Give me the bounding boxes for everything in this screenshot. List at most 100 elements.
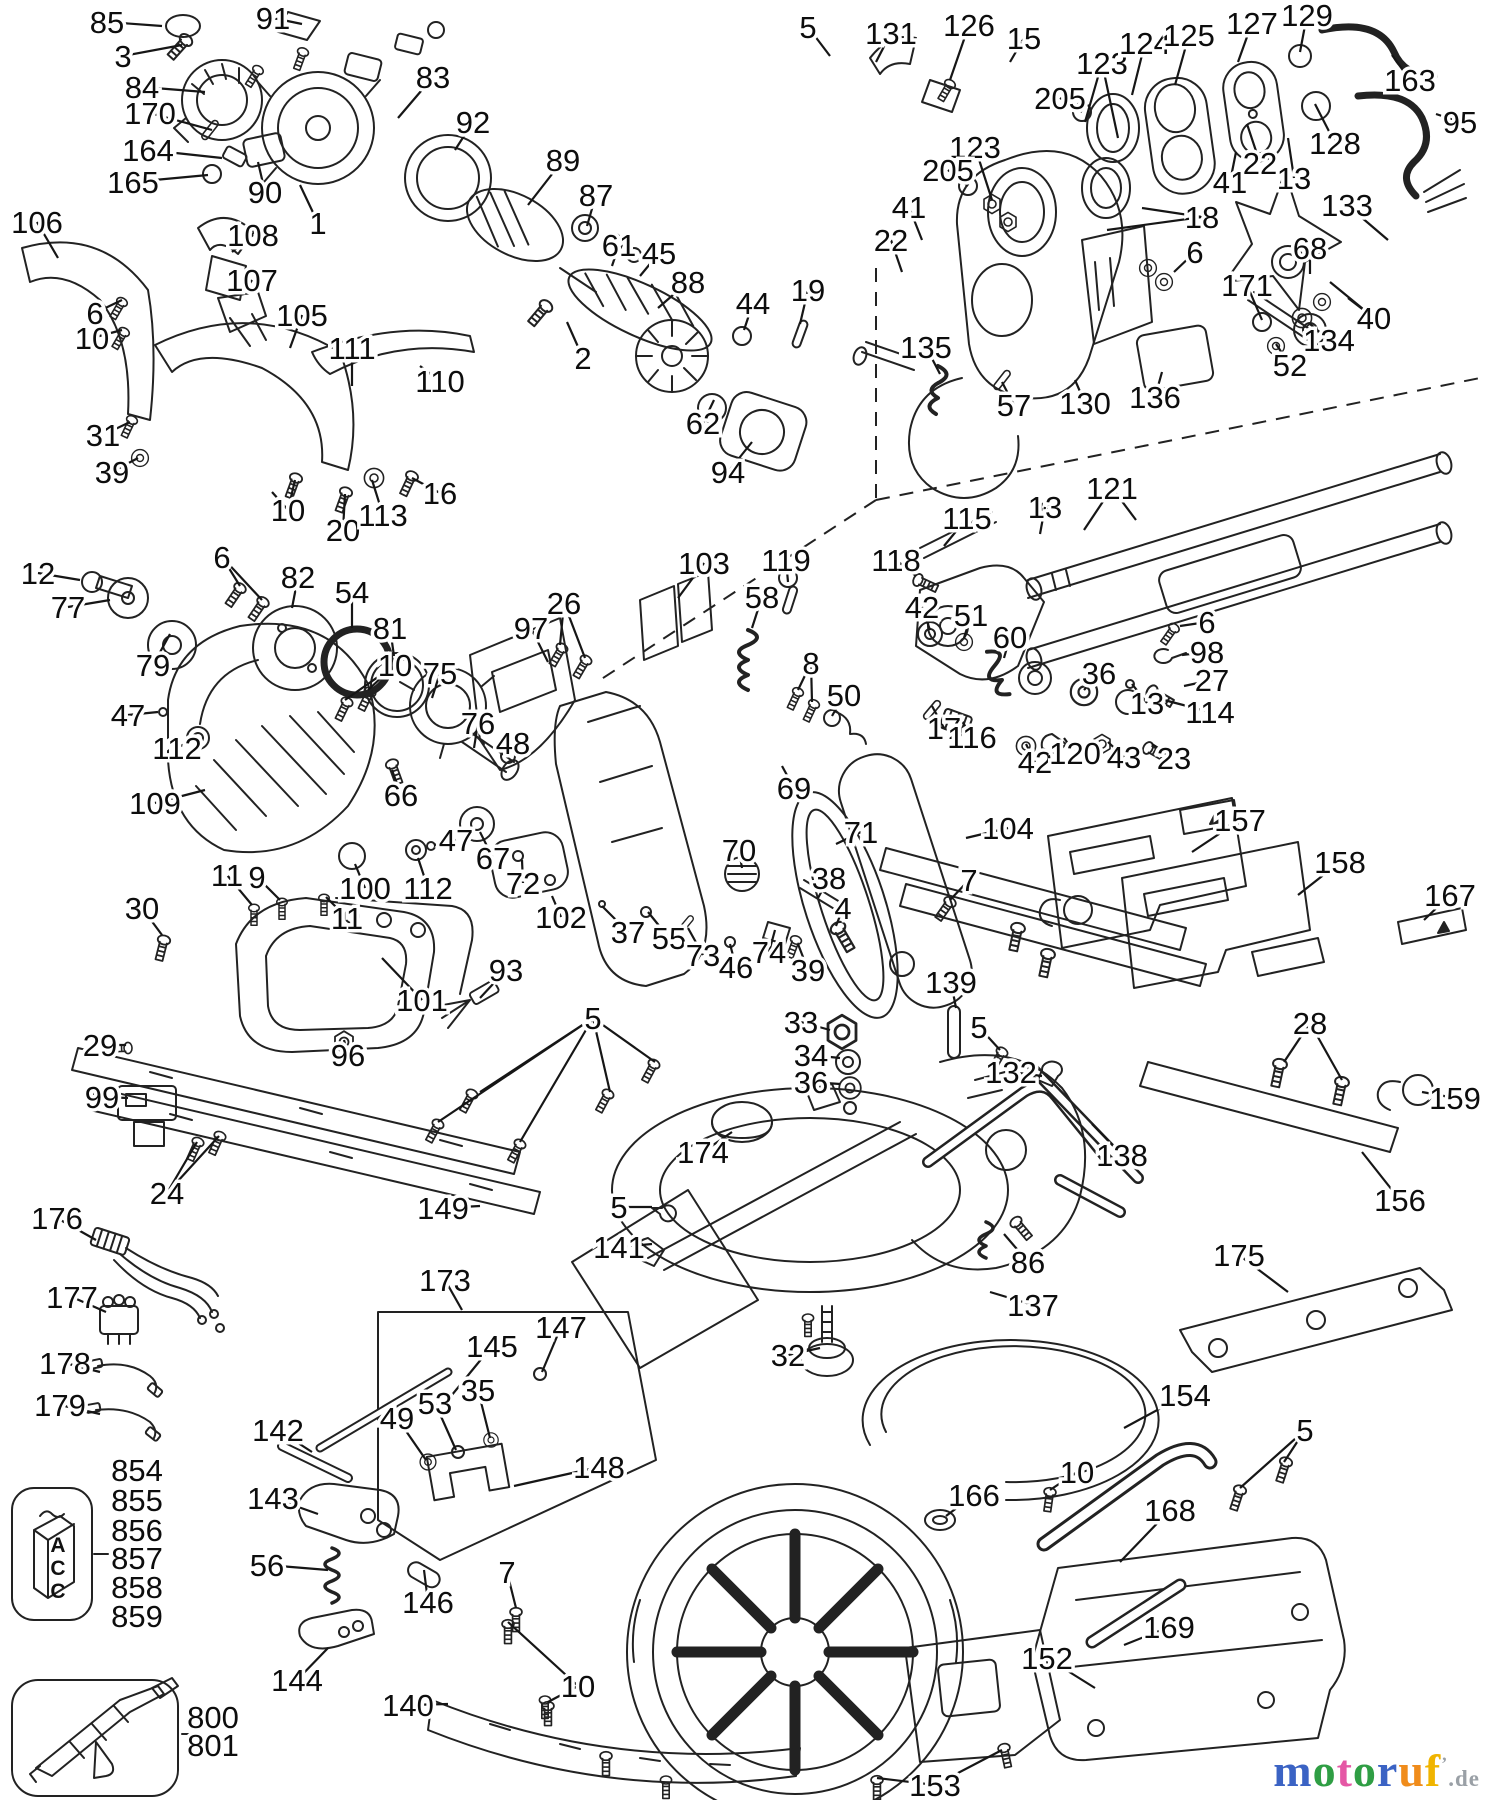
part-label-133: 133 <box>1321 188 1373 223</box>
leader-line-205 <box>1059 97 1083 113</box>
leader-line-67 <box>479 831 494 859</box>
part-label-175: 175 <box>1213 1238 1265 1273</box>
leader-line-12 <box>37 571 81 582</box>
part-label-29: 29 <box>83 1028 117 1063</box>
part-label-43: 43 <box>1107 740 1141 775</box>
part-label-5: 5 <box>584 1001 601 1036</box>
leader-line-92 <box>454 121 474 151</box>
leader-line-156 <box>1361 1151 1401 1201</box>
leader-line-120 <box>1063 737 1076 754</box>
leader-line-44 <box>742 302 755 331</box>
leader-line-37 <box>601 905 629 933</box>
leader-line-71 <box>835 831 862 845</box>
part-label-53: 53 <box>418 1386 452 1421</box>
part-label-18: 18 <box>1185 200 1219 235</box>
leader-line-76 <box>472 722 480 749</box>
part-label-96: 96 <box>331 1038 365 1073</box>
leader-line-128 <box>1314 103 1336 144</box>
leader-line-5 <box>1283 1429 1306 1463</box>
dashed-guide-line <box>875 377 1481 501</box>
part-label-49: 49 <box>380 1401 414 1436</box>
leader-line-123 <box>1083 62 1104 123</box>
part-label-89: 89 <box>546 143 580 178</box>
part-label-1: 1 <box>309 206 326 241</box>
leader-line-5 <box>1239 1429 1306 1489</box>
part-label-10: 10 <box>378 648 412 683</box>
leader-line-40 <box>1329 281 1375 319</box>
part-label-47: 47 <box>111 698 145 733</box>
leader-line-41 <box>907 206 924 241</box>
leader-line-7 <box>505 1571 518 1609</box>
part-label-98: 98 <box>1190 635 1224 670</box>
tool-box <box>11 1677 199 1797</box>
part-label-859: 859 <box>111 1599 163 1634</box>
leader-line-129 <box>1298 14 1309 53</box>
part-label-81: 81 <box>373 611 407 646</box>
leader-line-77 <box>67 598 111 609</box>
leader-line-132 <box>1010 1070 1043 1078</box>
part-label-164: 164 <box>122 133 174 168</box>
part-label-87: 87 <box>579 178 613 213</box>
part-label-22: 22 <box>1243 146 1277 181</box>
detent-spring-group <box>737 568 867 745</box>
leader-line-13 <box>1286 137 1296 179</box>
part-label-156: 156 <box>1374 1183 1426 1218</box>
leader-line-5 <box>591 1017 612 1093</box>
part-label-42: 42 <box>1018 745 1052 780</box>
part-label-171: 171 <box>1221 268 1273 303</box>
part-label-173: 173 <box>419 1263 471 1298</box>
side-plate <box>469 571 713 771</box>
leader-line-75 <box>430 672 442 699</box>
part-label-135: 135 <box>900 330 952 365</box>
watermark-tick: ’ <box>1441 1753 1449 1774</box>
part-label-10: 10 <box>75 321 109 356</box>
part-label-75: 75 <box>423 656 457 691</box>
dashed-guide-line <box>599 499 877 681</box>
leader-line-10 <box>547 1685 579 1703</box>
watermark-letter: u <box>1398 1745 1425 1796</box>
leader-line-144 <box>296 1647 329 1681</box>
leader-line-3 <box>122 43 183 58</box>
part-label-5: 5 <box>1296 1413 1313 1448</box>
part-label-88: 88 <box>671 265 705 300</box>
part-label-131: 131 <box>865 16 917 51</box>
part-label-42: 42 <box>905 590 939 625</box>
blade-guards <box>21 241 475 515</box>
part-label-158: 158 <box>1314 845 1366 880</box>
part-label-123: 123 <box>1076 46 1128 81</box>
part-label-111: 111 <box>328 331 375 366</box>
leader-line-10 <box>271 491 289 511</box>
leader-line-143 <box>272 1496 319 1516</box>
part-label-105: 105 <box>276 298 328 333</box>
leader-line-123 <box>973 146 994 201</box>
leader-line-133 <box>1346 204 1389 241</box>
leader-line-24 <box>166 1141 198 1194</box>
part-label-16: 16 <box>423 476 457 511</box>
part-label-134: 134 <box>1303 323 1355 358</box>
part-label-94: 94 <box>711 455 745 490</box>
leader-line-100 <box>353 863 367 889</box>
leader-line-39 <box>111 457 139 473</box>
watermark-domain-suffix: .de <box>1448 1766 1480 1791</box>
part-label-101: 101 <box>396 983 448 1018</box>
leader-line-5 <box>978 1026 1001 1051</box>
leader-line-26 <box>558 602 566 646</box>
part-label-6: 6 <box>213 540 230 575</box>
part-label-72: 72 <box>506 866 540 901</box>
part-label-50: 50 <box>827 678 861 713</box>
part-label-123: 123 <box>949 130 1001 165</box>
battery-acc-letter: C <box>50 1580 65 1603</box>
leader-line-149 <box>442 1204 481 1210</box>
part-label-114: 114 <box>1185 695 1234 730</box>
leader-line-124 <box>1130 42 1147 96</box>
leader-line-22 <box>1245 123 1262 164</box>
leader-line-145 <box>437 1345 493 1413</box>
leader-line-116 <box>959 717 973 738</box>
leader-line-152 <box>1046 1657 1096 1689</box>
part-label-28: 28 <box>1293 1006 1327 1041</box>
leader-line-110 <box>419 365 441 382</box>
leader-line-141 <box>618 1242 653 1249</box>
leader-line-146 <box>422 1569 430 1603</box>
part-label-5: 5 <box>970 1010 987 1045</box>
part-label-55: 55 <box>652 921 686 956</box>
